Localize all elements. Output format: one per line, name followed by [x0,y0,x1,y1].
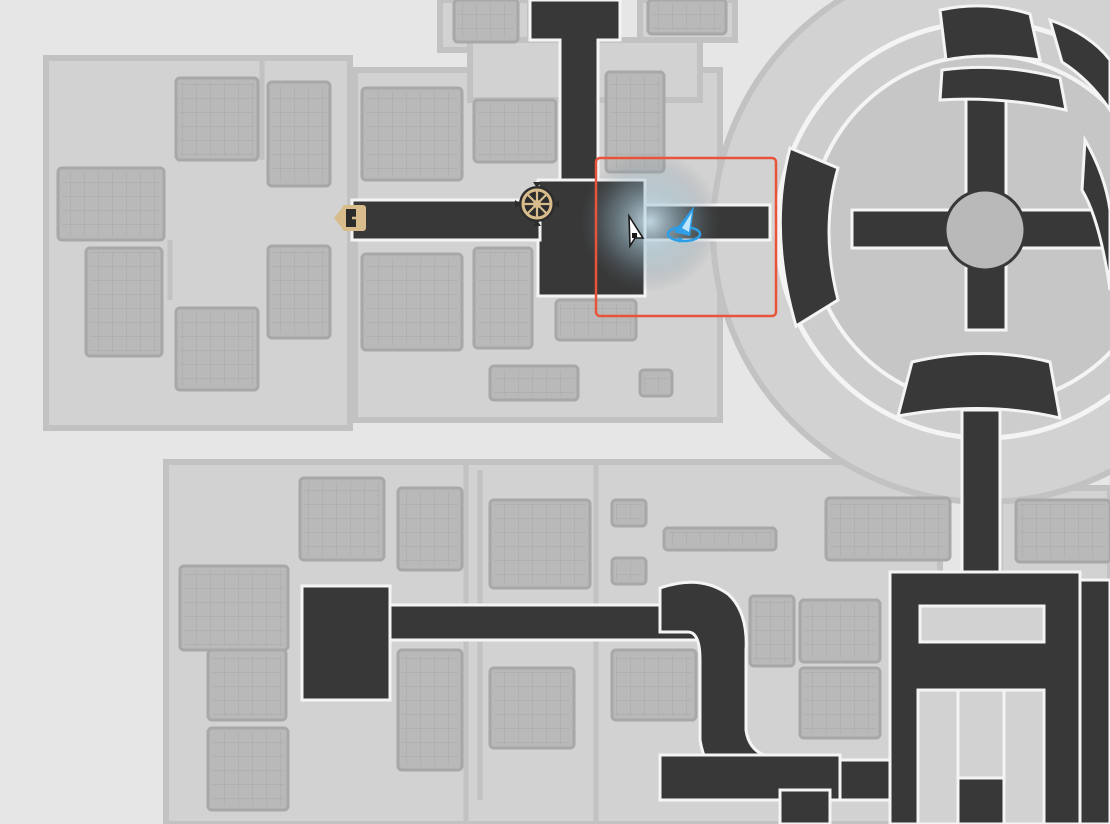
corridor-south-room [300,584,392,702]
hub-room-right [1002,688,1046,824]
rotunda-arc-north-3 [1047,17,1110,113]
room-block-grid [366,92,458,176]
room-block-grid [272,86,326,182]
room-block-grid [754,600,790,662]
room-block-grid [616,562,642,580]
player-glow [580,152,720,292]
target-area-highlight [594,156,778,318]
quest-target-icon[interactable] [666,206,702,243]
wheel-icon[interactable] [515,182,559,226]
rotunda-hub [943,188,1027,272]
room-block-grid [272,250,326,334]
room-block-grid [1020,504,1106,558]
room-block-grid [652,4,722,30]
hub-room-left [916,688,960,824]
hub-side-east [1078,578,1110,824]
room-block-grid [184,570,284,646]
corridor-west [350,198,542,242]
rotunda-arc-north-2 [938,65,1068,112]
room-block-grid [402,654,458,766]
room-block-grid [494,504,586,584]
room-block-grid [804,672,876,734]
room-block-grid [180,312,254,386]
room-block-grid [62,172,160,236]
hub-hall-top [918,604,1046,644]
room-block-grid [644,374,668,392]
room-blocks [56,0,1110,812]
room-block-grid [212,732,284,806]
exit-door-icon[interactable] [334,205,366,231]
room-block-grid [668,532,772,546]
hub-room-mid [956,688,1006,780]
player-arrow-icon [628,213,645,249]
room-block-grid [402,492,458,566]
room-block-grid [458,4,514,38]
corridor-south-spine [960,408,1002,582]
corridor-south-long [388,603,702,642]
rotunda-arc-south [895,352,1062,420]
room-block-grid [804,604,876,658]
room-block-grid [478,252,528,344]
room-block-grid [494,370,574,396]
room-block-grid [304,482,380,556]
south-hub-details [916,578,1110,824]
corridor-south-exit [778,788,832,824]
room-block-grid [478,104,552,158]
room-block-grid [180,82,254,156]
rotunda-arc-north [938,4,1042,62]
room-block-grid [366,258,458,346]
room-block-grid [616,654,692,716]
room-block-grid [494,672,570,744]
room-block-grid [90,252,158,352]
rotunda-arc-west [778,145,840,329]
room-block-grid [616,504,642,522]
room-block-grid [212,654,282,716]
room-block-grid [830,502,946,556]
